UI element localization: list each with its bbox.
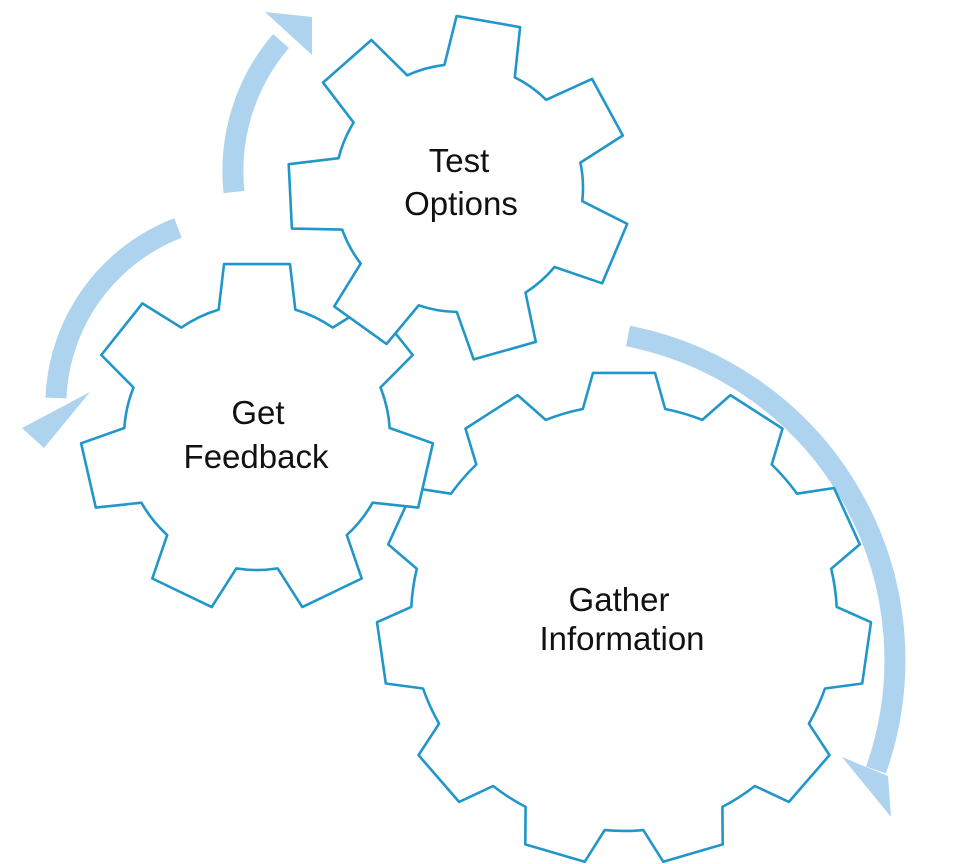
gear-get-feedback-label-line1: Get	[231, 394, 284, 431]
gear-gather-information-outline	[375, 371, 873, 864]
gear-gather-information-label-line1: Gather	[569, 581, 670, 618]
arrow-shaft	[222, 34, 290, 194]
gear-gather-information: Gather Information	[375, 371, 873, 864]
arrow-head	[265, 12, 312, 55]
arrow-shaft	[45, 218, 182, 399]
arrow-to-test-options	[222, 12, 312, 194]
gear-get-feedback-label-line2: Feedback	[184, 438, 329, 475]
gear-get-feedback: Get Feedback	[79, 262, 435, 609]
arrow-to-gather-information	[625, 325, 906, 817]
arrow-shaft	[625, 325, 906, 774]
arrow-head	[842, 757, 891, 817]
arrow-to-get-feedback	[22, 218, 182, 448]
gear-test-options: Test Options	[287, 14, 629, 361]
gear-gather-information-label-line2: Information	[539, 620, 704, 657]
gear-test-options-outline	[287, 14, 629, 361]
gear-test-options-label-line2: Options	[404, 185, 518, 222]
arrow-head	[22, 392, 90, 448]
gear-get-feedback-outline	[79, 262, 435, 609]
gear-test-options-label-line1: Test	[429, 142, 490, 179]
cycle-arrows	[22, 12, 906, 817]
